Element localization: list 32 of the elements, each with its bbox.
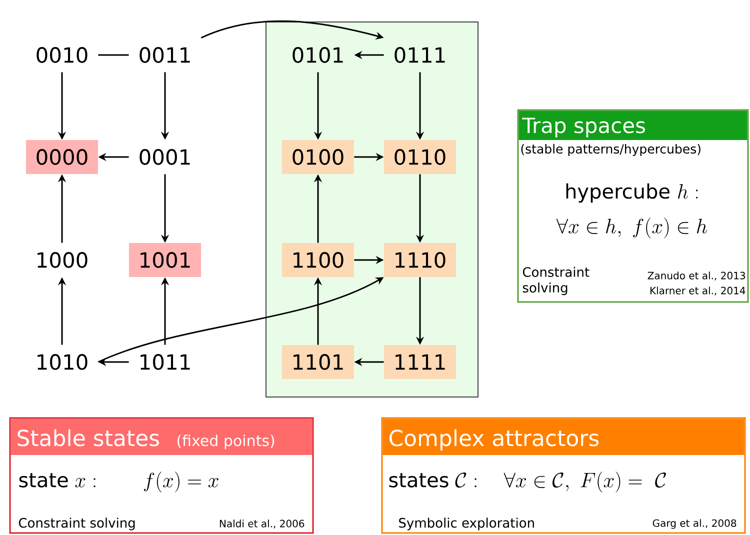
panel-title: Stable states <box>18 429 159 446</box>
state-box: 1111 <box>384 345 456 379</box>
state-label: 0101 <box>292 47 343 63</box>
citation: Zanudo et al., 2013 <box>648 272 745 280</box>
panel-subtitle: (stable patterns/hypercubes) <box>521 144 700 156</box>
method-text: Constraint solving <box>18 518 135 530</box>
panel-subtitle: (fixed points) <box>178 434 274 450</box>
citation: Garg et al., 2008 <box>652 519 736 529</box>
state-label: 1011 <box>140 354 190 370</box>
formula: $\mbox{hypercube}\ h:$ <box>566 183 698 203</box>
state-box: 1001 <box>129 243 201 277</box>
state-box: 1101 <box>282 345 354 379</box>
state-label: 0111 <box>394 47 445 63</box>
method-text: Constraint solving <box>522 266 590 296</box>
citation: Klarner et al., 2014 <box>650 286 746 296</box>
formula: $\mbox{state}\;x :\qquad f(x) = x$ <box>19 472 218 492</box>
state-box: 1100 <box>282 243 354 277</box>
state-label: 1010 <box>38 354 88 370</box>
state-box: 1110 <box>384 243 456 277</box>
state-label: 0011 <box>140 47 190 63</box>
formula: $\mbox{states}\;\mathcal{C} :\quad \forall x \in \mathcal{C},\ F(x) =\ \mathcal{C}$ <box>389 472 666 492</box>
state-label: 0010 <box>36 47 88 63</box>
formula: $\forall x \in h,\ f(x) \in h$ <box>556 218 707 238</box>
state-box: 0100 <box>282 140 354 174</box>
state-box: 0000 <box>26 140 98 174</box>
panel-title: Complex attractors <box>389 429 599 451</box>
citation: Naldi et al., 2006 <box>220 520 304 528</box>
panel-title: Trap spaces <box>522 118 645 138</box>
method-text: Symbolic exploration <box>399 518 534 530</box>
state-label: 0001 <box>140 149 190 165</box>
state-label: 1000 <box>38 252 88 268</box>
state-box: 0110 <box>384 140 456 174</box>
